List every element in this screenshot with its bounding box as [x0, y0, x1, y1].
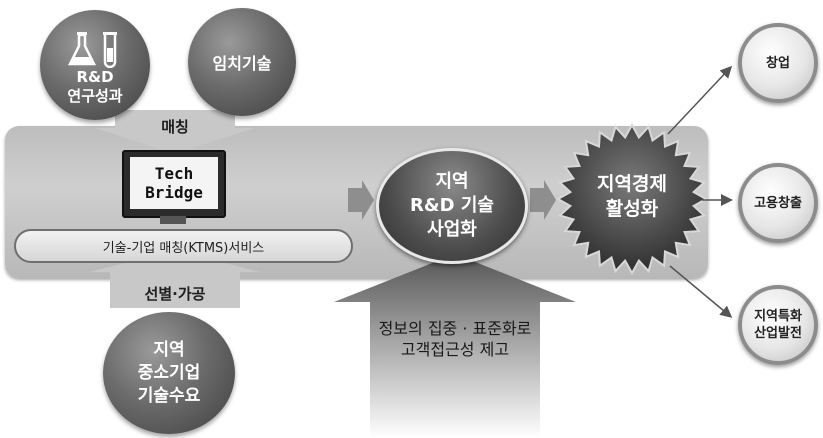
chevron-arrow-2 [530, 180, 556, 220]
outcome-startup: 창업 [738, 23, 818, 103]
star-line-1: 지역경제 [597, 173, 667, 195]
center-line-2: R&D 기술 [410, 195, 494, 216]
bottom-arrow-line-2: 고객접근성 제고 [400, 340, 510, 359]
starburst-shape [556, 122, 708, 276]
regional-demand-circle: 지역 중소기업 기술수요 [103, 312, 235, 434]
center-line-3: 사업화 [427, 219, 477, 240]
regional-economy-activation: 지역경제 활성화 [576, 172, 688, 222]
idle-tech-circle: 임치기술 [188, 8, 296, 116]
ktms-service-bar: 기술-기업 매칭(KTMS)서비스 [14, 229, 353, 263]
rd-results-line-1: R&D [76, 68, 114, 86]
bottom-arrow-line-1: 정보의 집중 · 표준화로 [378, 319, 532, 338]
selection-up-arrow [90, 250, 260, 308]
outcome-employment: 고용창출 [738, 163, 818, 243]
bottom-up-arrow [334, 254, 576, 438]
regional-demand-line-3: 기술수요 [137, 385, 201, 406]
chevron-arrow-1 [348, 180, 374, 220]
matching-label: 매칭 [161, 118, 189, 136]
bottom-arrow-text: 정보의 집중 · 표준화로 고객접근성 제고 [355, 318, 555, 360]
idle-tech-label: 임치기술 [212, 54, 272, 73]
monitor-screen: Tech Bridge [122, 150, 226, 218]
outcome-industry-line-2: 산업발전 [754, 326, 802, 341]
connector-to-industry [669, 265, 733, 318]
connector-to-startup [667, 65, 733, 135]
regional-demand-line-1: 지역 [153, 339, 185, 360]
ktms-service-label: 기술-기업 매칭(KTMS)서비스 [102, 240, 265, 256]
monitor-line-2: Bridge [145, 183, 203, 202]
lab-flask-icon [67, 32, 117, 68]
rd-results-circle: R&D 연구성과 [40, 10, 150, 120]
matching-down-arrow [95, 110, 255, 154]
outcome-employment-label: 고용창출 [754, 195, 802, 211]
outcome-regional-industry: 지역특화 산업발전 [738, 285, 818, 365]
selection-label: 선별·가공 [144, 285, 206, 303]
center-line-1: 지역 [435, 171, 469, 192]
rd-results-line-2: 연구성과 [67, 87, 123, 105]
monitor-stand [160, 216, 186, 224]
monitor-line-1: Tech [154, 164, 194, 183]
outcome-startup-label: 창업 [766, 55, 790, 71]
tech-bridge-monitor: Tech Bridge [122, 150, 226, 228]
regional-demand-line-2: 중소기업 [137, 362, 201, 383]
regional-rd-commercialization: 지역 R&D 기술 사업화 [376, 148, 528, 264]
outcome-industry-line-1: 지역특화 [754, 309, 802, 324]
star-line-2: 활성화 [605, 198, 659, 220]
